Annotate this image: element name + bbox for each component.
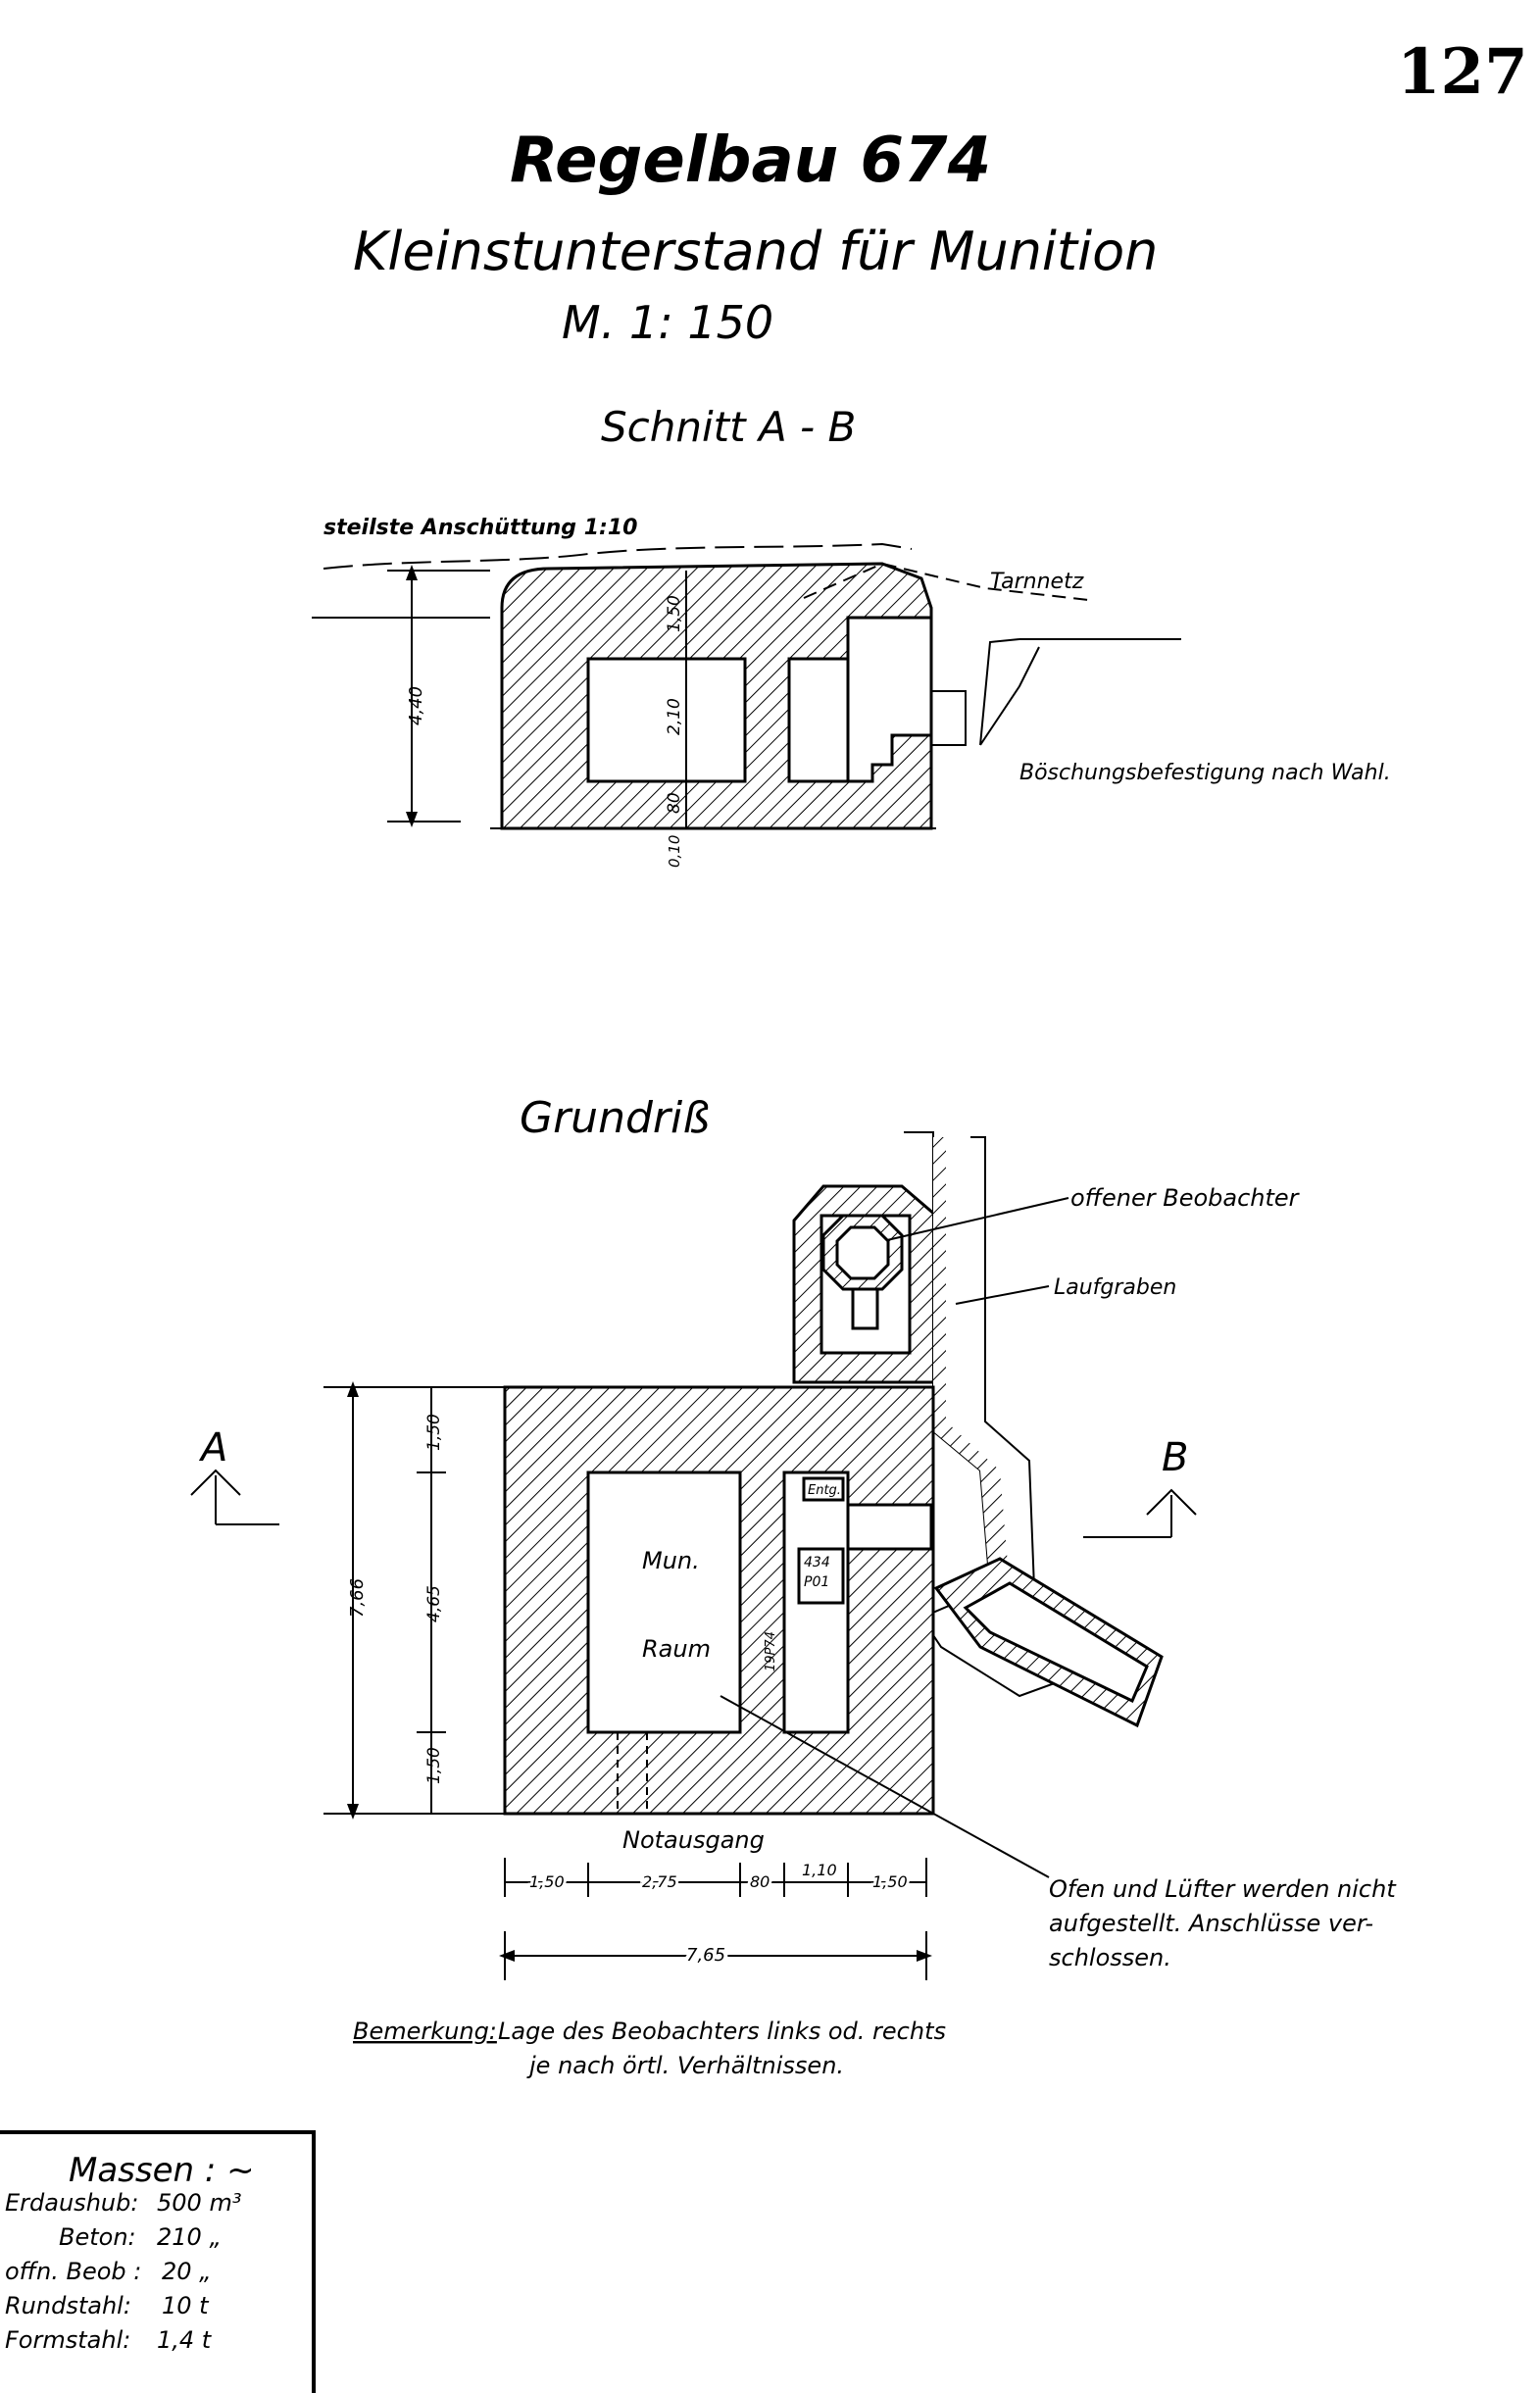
scale-label: M. 1: 150 [562,296,773,349]
trench-label: Laufgraben [1054,1275,1176,1300]
plan-bottom-dim: 1,50 [424,1747,444,1784]
observer-label: offener Beobachter [1070,1184,1301,1212]
plan-drawing: Mun. Raum Entg. 434 P01 19P74 Notausgang… [190,1131,1397,1980]
page-title: Regelbau 674 [510,125,991,197]
observer-leader [886,1197,1069,1241]
section-stairs [846,616,933,783]
entg-label: Entg. [808,1483,841,1498]
masses-row-label: offn. Beob : [5,2258,141,2285]
remark-line-1: Lage des Beobachters links od. rechts [498,2018,946,2045]
p19-label: 19P74 [764,1631,778,1671]
section-trench [931,690,967,746]
fill-slope-label: steilste Anschüttung 1:10 [323,516,637,540]
masses-table-frame [0,2130,316,2393]
masses-row-label: Beton: [59,2223,136,2251]
plan-top-dim: 1,50 [424,1414,444,1451]
masses-title: Massen : ~ [69,2151,255,2190]
page-subtitle: Kleinstunterstand für Munition [353,221,1158,282]
marker-b-arrow [1083,1488,1197,1538]
section-trench-slope [979,638,1040,746]
masses-row-value: 210 „ [157,2223,222,2251]
gas-lock [802,1476,845,1502]
camouflage-net-line [803,562,1089,601]
stove-note-line-1: Ofen und Lüfter werden nicht [1049,1875,1397,1903]
section-roof-dim: 1,50 [665,595,684,632]
section-room [586,657,747,783]
section-heading: Schnitt A - B [601,403,856,451]
equipment-box [797,1547,845,1605]
section-entry [787,657,850,783]
entry-stairs [846,1503,933,1551]
observer-step [851,1287,879,1330]
stove-note-line-2: aufgestellt. Anschlüsse ver- [1049,1910,1373,1937]
page-number: 127 [1397,35,1528,109]
masses-row-value: 10 t [162,2292,210,2319]
marker-a: A [198,1425,227,1471]
marker-a-arrow [190,1469,279,1525]
room-label-raum: Raum [642,1635,711,1663]
masses-table: Massen : ~ Erdaushub: 500 m³ Beton: 210 … [0,2130,316,2393]
p01-label: P01 [804,1574,829,1590]
section-floor-dim: 80 [665,792,684,814]
plan-width-dim: 7,65 [686,1945,725,1966]
masses-row-value: 500 m³ [157,2189,241,2217]
plan-w4-dim: 1,10 [802,1861,837,1879]
masses-row-label: Erdaushub: [5,2189,138,2217]
masses-row-label: Rundstahl: [5,2292,131,2319]
trench-hatch [921,1137,1010,1588]
stove-note-line-3: schlossen. [1049,1944,1171,1971]
masses-row-value: 1,4 t [157,2326,213,2354]
section-room-dim: 2,10 [665,698,684,735]
plan-w5-dim: 1,50 [872,1872,908,1891]
trench-arm-inner [963,1581,1149,1704]
section-height-dim: 4,40 [406,686,426,725]
remark-line-2: je nach örtl. Verhältnissen. [526,2052,844,2079]
earth-fill-line [323,542,913,570]
plan-mid-dim: 4,65 [424,1585,444,1622]
munitions-room [586,1471,742,1734]
p434-label: 434 [804,1555,830,1570]
camouflage-net-label: Tarnnetz [990,570,1084,594]
exit-label: Notausgang [622,1826,765,1854]
slope-reinforcement-label: Böschungsbefestigung nach Wahl. [1019,761,1391,785]
stove-leader [720,1695,1050,1878]
marker-b: B [1162,1435,1188,1480]
remark-label: Bemerkung: [353,2018,497,2045]
section-base-dim: 0,10 [666,835,683,868]
plan-w3-dim: 80 [750,1872,770,1891]
plan-depth-dim: 7,66 [347,1578,368,1618]
masses-row-value: 20 „ [162,2258,212,2285]
trench-leader [955,1285,1050,1305]
masses-row-label: Formstahl: [5,2326,130,2354]
plan-w2-dim: 2,75 [642,1872,677,1891]
section-drawing: steilste Anschüttung 1:10 Tarnnetz Bösch… [312,516,1391,868]
plan-w1-dim: 1,50 [529,1872,565,1891]
room-label-mun: Mun. [642,1547,700,1574]
observer-octagon-inner [835,1225,890,1280]
plan-heading: Grundriß [520,1093,710,1143]
